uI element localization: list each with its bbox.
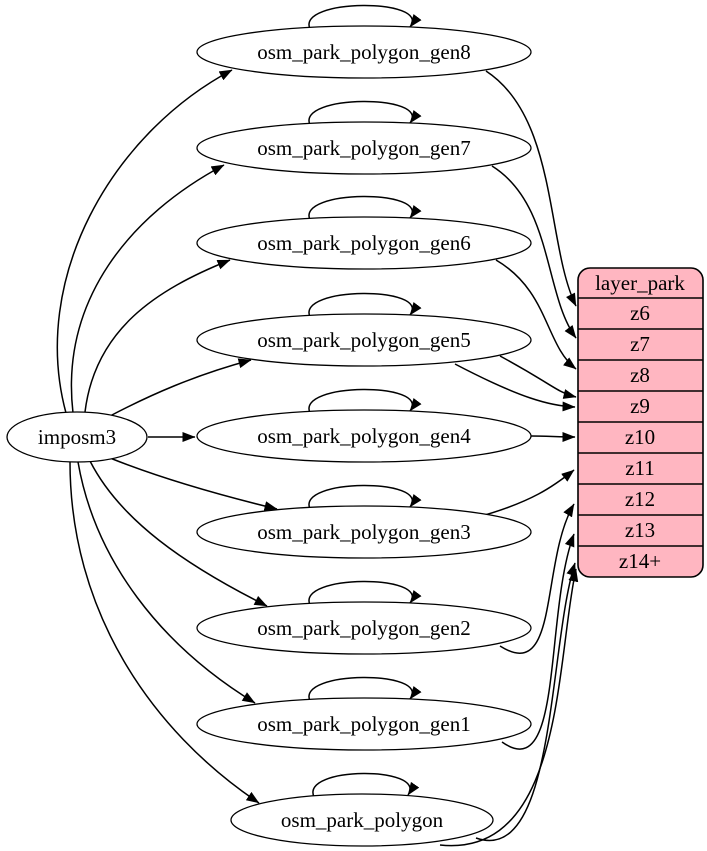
gen4-ellipse: [196, 409, 532, 463]
node-osm-park-polygon: osm_park_polygon: [230, 793, 494, 847]
gen8-label: osm_park_polygon_gen8: [257, 40, 470, 64]
layer-row-z8: z8: [630, 363, 650, 387]
edge-gen4-z10: [530, 431, 576, 442]
edge-gen8-z6: [485, 70, 577, 307]
node-osm-park-polygon-gen4: osm_park_polygon_gen4: [196, 409, 532, 463]
edge-imposm3-gen3: [109, 457, 278, 511]
layer-row-z9: z9: [630, 394, 650, 418]
edge-gen7-z7: [491, 165, 577, 339]
gen3-label: osm_park_polygon_gen3: [257, 520, 470, 544]
layer-row-z11: z11: [625, 456, 655, 480]
self-loop-gen6: [308, 195, 422, 221]
node-imposm3: imposm3: [6, 411, 148, 463]
self-loop-gen3: [308, 484, 422, 510]
polygon-ellipse: [230, 793, 494, 847]
edge-imposm3-polygon: [69, 461, 260, 804]
gen8-ellipse: [196, 25, 532, 79]
gen5-label: osm_park_polygon_gen5: [257, 328, 470, 352]
self-loop-gen4: [308, 388, 422, 414]
edge-gen3-z11: [477, 469, 575, 518]
gen2-label: osm_park_polygon_gen2: [257, 616, 470, 640]
node-osm-park-polygon-gen7: osm_park_polygon_gen7: [196, 121, 532, 175]
layer-row-z12: z12: [625, 487, 655, 511]
layer-row-z6: z6: [630, 301, 650, 325]
node-osm-park-polygon-gen6: osm_park_polygon_gen6: [196, 216, 532, 270]
imposm3-label: imposm3: [38, 425, 116, 449]
node-osm-park-polygon-gen3: osm_park_polygon_gen3: [196, 505, 532, 559]
gen4-label: osm_park_polygon_gen4: [257, 424, 471, 448]
edge-imposm3-gen5: [109, 358, 252, 417]
layer-row-z13: z13: [625, 518, 655, 542]
node-osm-park-polygon-gen8: osm_park_polygon_gen8: [196, 25, 532, 79]
edge-imposm3-gen7: [70, 164, 225, 414]
gen2-ellipse: [196, 601, 532, 655]
edges-to-layer: [439, 70, 579, 847]
node-osm-park-polygon-gen5: osm_park_polygon_gen5: [196, 313, 532, 367]
imposm3-ellipse: [6, 411, 148, 463]
self-loops: [308, 4, 422, 798]
gen6-label: osm_park_polygon_gen6: [257, 231, 470, 255]
self-loop-gen8: [308, 4, 422, 30]
layer-row-z7: z7: [630, 332, 650, 356]
layer-row-z10: z10: [625, 425, 655, 449]
edge-gen5-z9: [499, 355, 577, 399]
gen7-label: osm_park_polygon_gen7: [257, 136, 470, 160]
edge-gen5-z9-b: [454, 363, 576, 412]
edge-gen6-z8: [495, 259, 577, 370]
gen1-ellipse: [196, 697, 532, 751]
node-osm-park-polygon-gen2: osm_park_polygon_gen2: [196, 601, 532, 655]
edge-gen1-z13: [501, 533, 575, 750]
layer-park-title: layer_park: [595, 271, 685, 295]
layer-park-table: layer_park z6 z7 z8 z9 z10 z11 z12 z13 z…: [577, 267, 704, 578]
gen3-ellipse: [196, 505, 532, 559]
edge-imposm3-gen1: [77, 461, 256, 704]
self-loop-gen1: [308, 676, 422, 702]
gen7-ellipse: [196, 121, 532, 175]
edge-imposm3-gen8: [56, 69, 233, 414]
edge-polygon-z14: [475, 562, 576, 842]
edge-polygon-z14-b: [439, 568, 579, 847]
gen6-ellipse: [196, 216, 532, 270]
gen5-ellipse: [196, 313, 532, 367]
self-loop-polygon: [312, 772, 420, 798]
self-loop-gen7: [308, 100, 422, 126]
polygon-label: osm_park_polygon: [281, 808, 444, 832]
self-loop-gen2: [308, 580, 422, 606]
edge-imposm3-gen2: [89, 460, 268, 607]
gen1-label: osm_park_polygon_gen1: [257, 712, 470, 736]
self-loop-gen5: [308, 292, 422, 318]
edges-from-source: [56, 69, 278, 804]
node-osm-park-polygon-gen1: osm_park_polygon_gen1: [196, 697, 532, 751]
edge-gen2-z12: [499, 503, 575, 654]
layer-row-z14plus: z14+: [619, 549, 661, 573]
edge-imposm3-gen6: [84, 259, 231, 413]
